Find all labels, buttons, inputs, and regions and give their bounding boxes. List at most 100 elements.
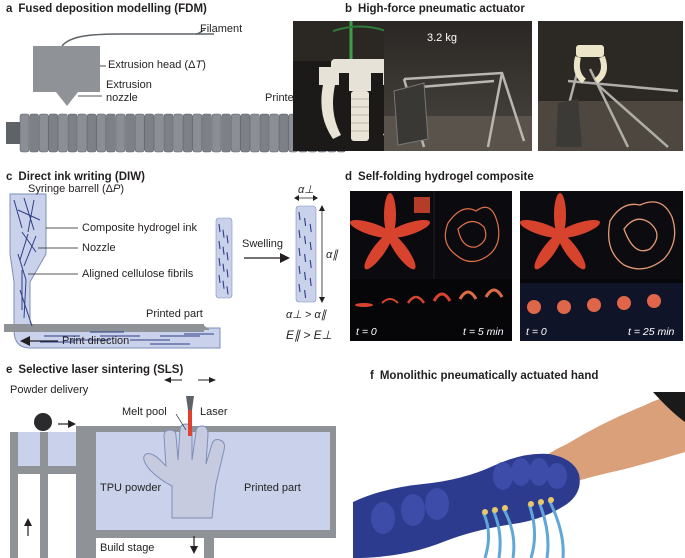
printed-rod <box>192 113 203 153</box>
fibre <box>298 247 301 257</box>
fibre <box>23 235 37 267</box>
label-printed-part-e: Printed part <box>244 482 301 494</box>
label-nozzle: nozzle <box>106 92 138 104</box>
label-laser: Laser <box>200 406 228 418</box>
powder-roller <box>34 413 52 431</box>
fibre <box>226 252 229 261</box>
panel-title-text: Direct ink writing (DIW) <box>18 171 145 183</box>
extrusion-head <box>33 46 100 92</box>
fibre <box>17 253 27 281</box>
fibre <box>218 274 221 284</box>
fibre <box>304 217 307 227</box>
photo-folding-left <box>350 191 512 341</box>
label-extrusion-head: Extrusion head (ΔT) <box>108 59 206 71</box>
fibre <box>21 231 37 253</box>
fibre <box>304 253 307 263</box>
printed-rod <box>250 113 260 153</box>
label-print-direction: Print direction <box>62 335 130 347</box>
label-d-left-t0: t = 0 <box>356 326 377 338</box>
panel-letter: a <box>6 3 13 15</box>
printed-rod <box>269 113 279 153</box>
fibre <box>226 235 229 244</box>
fibre <box>17 209 41 221</box>
printed-rod <box>221 113 231 153</box>
fibre <box>304 289 307 299</box>
label-d-right-t0: t = 0 <box>526 326 547 338</box>
fibre <box>218 257 221 267</box>
printed-hand-part <box>143 423 225 519</box>
panel-e-sls: e Selective laser sintering (SLS) <box>0 360 345 558</box>
fibre <box>226 286 229 295</box>
printed-rod <box>96 113 107 153</box>
chair-illustration <box>384 21 532 151</box>
swelling-arrowhead <box>280 253 290 263</box>
ribbon-before-swelling <box>215 217 233 299</box>
grid-inset <box>414 197 430 213</box>
diw-diagram <box>4 193 325 349</box>
label-alpha-inequality: α⊥ > α∥ <box>286 309 327 321</box>
folding-right-illustration <box>520 191 683 341</box>
fibre <box>309 241 312 251</box>
flower-twisted <box>607 201 676 270</box>
label-modulus-inequality: E∥ > E⊥ <box>286 328 333 342</box>
panel-letter: e <box>6 364 13 376</box>
fibre <box>222 280 225 289</box>
fibre <box>304 235 307 245</box>
printed-rod <box>19 113 30 153</box>
printed-rod <box>211 113 222 153</box>
laser-head <box>186 396 194 410</box>
panel-letter: d <box>345 171 353 183</box>
printed-rod <box>240 113 251 153</box>
label-extrusion: Extrusion <box>106 79 152 91</box>
label-syringe-close: ) <box>120 183 125 195</box>
label-weight: 3.2 kg <box>427 32 457 44</box>
panel-letter: c <box>6 171 13 183</box>
fibre <box>298 283 301 293</box>
photo-folding-right <box>520 191 683 341</box>
printed-rod <box>77 113 87 153</box>
label-powder-delivery: Powder delivery <box>10 384 89 396</box>
laser-beam <box>188 410 192 436</box>
label-d-left-t1: t = 5 min <box>463 326 504 338</box>
printed-rod <box>144 113 155 153</box>
fibre <box>304 271 307 281</box>
label-extrusion-head-close: ) <box>202 59 206 71</box>
panel-title-text: Selective laser sintering (SLS) <box>18 364 184 376</box>
printed-rod <box>67 113 78 153</box>
print-direction-arrowhead <box>20 336 30 346</box>
twist-sequence <box>527 294 661 314</box>
flower-folded <box>444 206 500 263</box>
fibre <box>222 246 225 255</box>
pneumatic-tubes <box>481 499 565 558</box>
fibre <box>13 199 23 229</box>
printed-rod <box>173 113 183 153</box>
label-melt-pool: Melt pool <box>122 406 167 418</box>
sleeve <box>653 392 685 422</box>
panel-title-text: High-force pneumatic actuator <box>358 3 525 15</box>
photo-actuator-grip-chair <box>538 21 683 151</box>
label-syringe: Syringe barrell (ΔP) <box>28 183 124 195</box>
printed-rod <box>163 113 174 153</box>
filament-line <box>61 29 206 47</box>
tube-fittings <box>482 497 554 515</box>
panel-title-text: Monolithic pneumatically actuated hand <box>379 370 599 382</box>
printed-rod <box>48 113 59 153</box>
printed-rod <box>259 113 270 153</box>
fibre <box>19 289 33 327</box>
fibre <box>309 223 312 233</box>
printed-rod <box>86 113 97 153</box>
label-nozzle-c: Nozzle <box>82 242 116 254</box>
label-swelling: Swelling <box>242 238 283 250</box>
fibre <box>298 211 301 221</box>
fibre <box>23 279 27 319</box>
print-bed <box>4 324 204 332</box>
fibre <box>309 277 312 287</box>
fibre <box>222 263 225 272</box>
fibre <box>226 269 229 278</box>
printed-rod <box>134 113 145 153</box>
print-bed-end <box>6 122 20 144</box>
